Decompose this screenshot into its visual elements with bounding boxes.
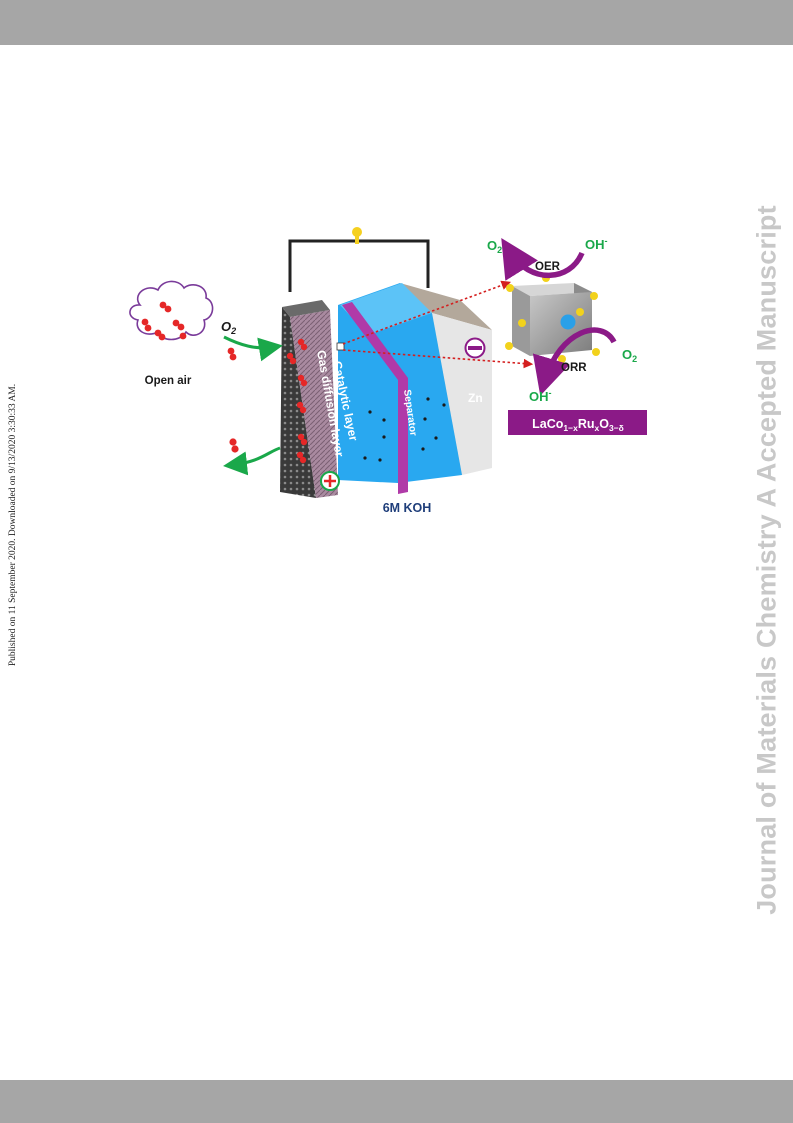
- incoming-o2-label: O2: [221, 319, 236, 336]
- separator-membrane: [342, 302, 408, 494]
- orr-label: ORR: [561, 362, 587, 374]
- oh-top-label: OH-: [585, 236, 608, 252]
- oxygen-molecules-electrode: [286, 338, 308, 464]
- electrolyte-label: 6M KOH: [383, 501, 432, 515]
- open-air-label: Open air: [145, 375, 192, 387]
- footer-bar: [0, 1080, 793, 1123]
- outgoing-oxygen-molecule: [229, 438, 239, 453]
- hydroxide-ions: [363, 397, 446, 462]
- o2-top-label: O2: [487, 238, 502, 255]
- catalyst-site: [336, 342, 345, 351]
- incoming-air-arrow: [223, 335, 283, 362]
- circuit-wire: [288, 239, 430, 292]
- zn-label: Zn: [468, 391, 483, 405]
- positive-terminal-icon: [320, 471, 340, 491]
- header-bar: [0, 0, 793, 45]
- perovskite-cube: [505, 274, 600, 363]
- orr-arrow: [532, 327, 617, 396]
- incoming-oxygen-molecule: [227, 347, 237, 361]
- light-bulb-icon: [352, 227, 362, 244]
- oer-arrow: [501, 238, 585, 281]
- zoom-lines: [342, 280, 534, 369]
- formula-label: LaCo1−xRuxO3−δ: [532, 417, 624, 433]
- o2-right-label: O2: [622, 347, 637, 364]
- outgoing-air-arrow: [223, 446, 281, 476]
- negative-terminal-icon: [464, 337, 486, 359]
- oh-bottom-label: OH-: [529, 388, 552, 404]
- oer-label: OER: [535, 261, 561, 273]
- formula-box: [508, 410, 647, 435]
- open-air-cloud: [129, 280, 214, 341]
